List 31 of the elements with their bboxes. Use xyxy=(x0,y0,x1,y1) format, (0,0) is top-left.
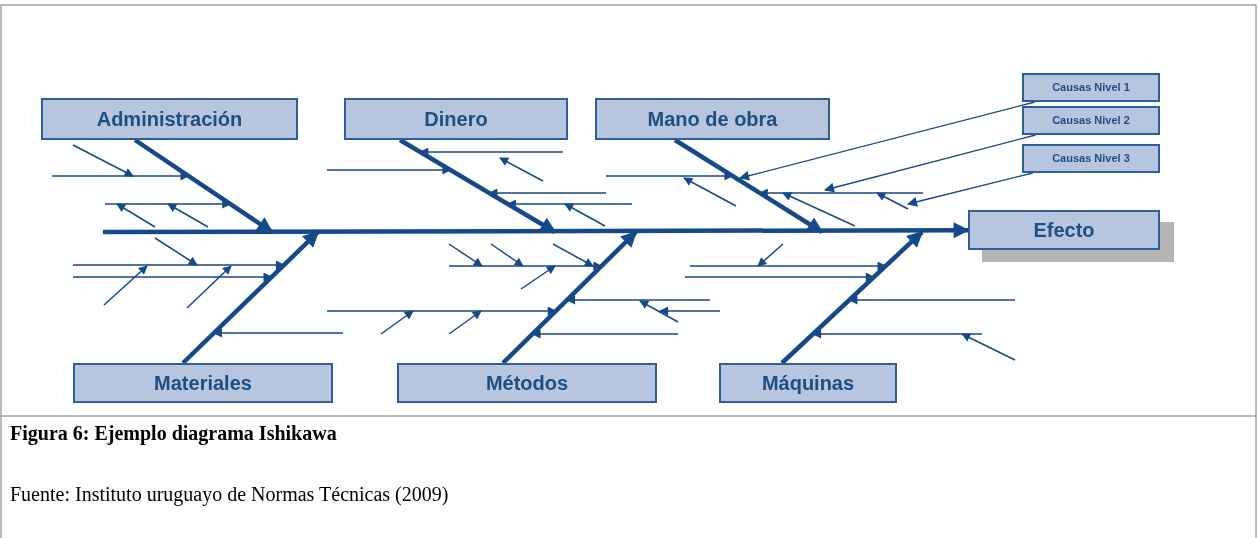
bone-arrow xyxy=(181,230,320,365)
figure-caption: Figura 6: Ejemplo diagrama Ishikawa xyxy=(10,422,337,445)
category-box xyxy=(41,98,298,140)
leader-line xyxy=(907,172,1034,207)
legend-box xyxy=(1022,144,1160,173)
effect-box xyxy=(968,210,1160,250)
leader-line xyxy=(739,101,1036,181)
legend-box xyxy=(1022,73,1160,102)
category-box xyxy=(344,98,568,140)
box-label: Efecto xyxy=(1033,220,1095,240)
legend-box xyxy=(1022,106,1160,135)
spine-arrow xyxy=(103,222,970,239)
box-label: Máquinas xyxy=(761,373,855,393)
box-label: Materiales xyxy=(154,373,252,393)
category-box xyxy=(397,363,657,403)
category-box xyxy=(73,363,333,403)
leader-line xyxy=(824,134,1037,193)
category-box xyxy=(719,363,897,403)
box-label: Causas Nivel 1 xyxy=(1052,81,1130,94)
bone-arrow xyxy=(673,138,824,234)
box-label: Dinero xyxy=(424,109,488,129)
source-note: Fuente: Instituto uruguayo de Normas Técnicas (2009) xyxy=(10,483,449,506)
box-label: Causas Nivel 2 xyxy=(1052,114,1130,127)
box-label: Administración xyxy=(96,109,243,129)
bone-arrow xyxy=(501,230,638,365)
bone-arrow xyxy=(398,138,557,234)
box-label: Mano de obra xyxy=(647,109,778,129)
category-box xyxy=(595,98,830,140)
bone-arrow xyxy=(780,230,924,365)
box-label: Causas Nivel 3 xyxy=(1052,152,1130,165)
box-label: Métodos xyxy=(485,373,569,393)
